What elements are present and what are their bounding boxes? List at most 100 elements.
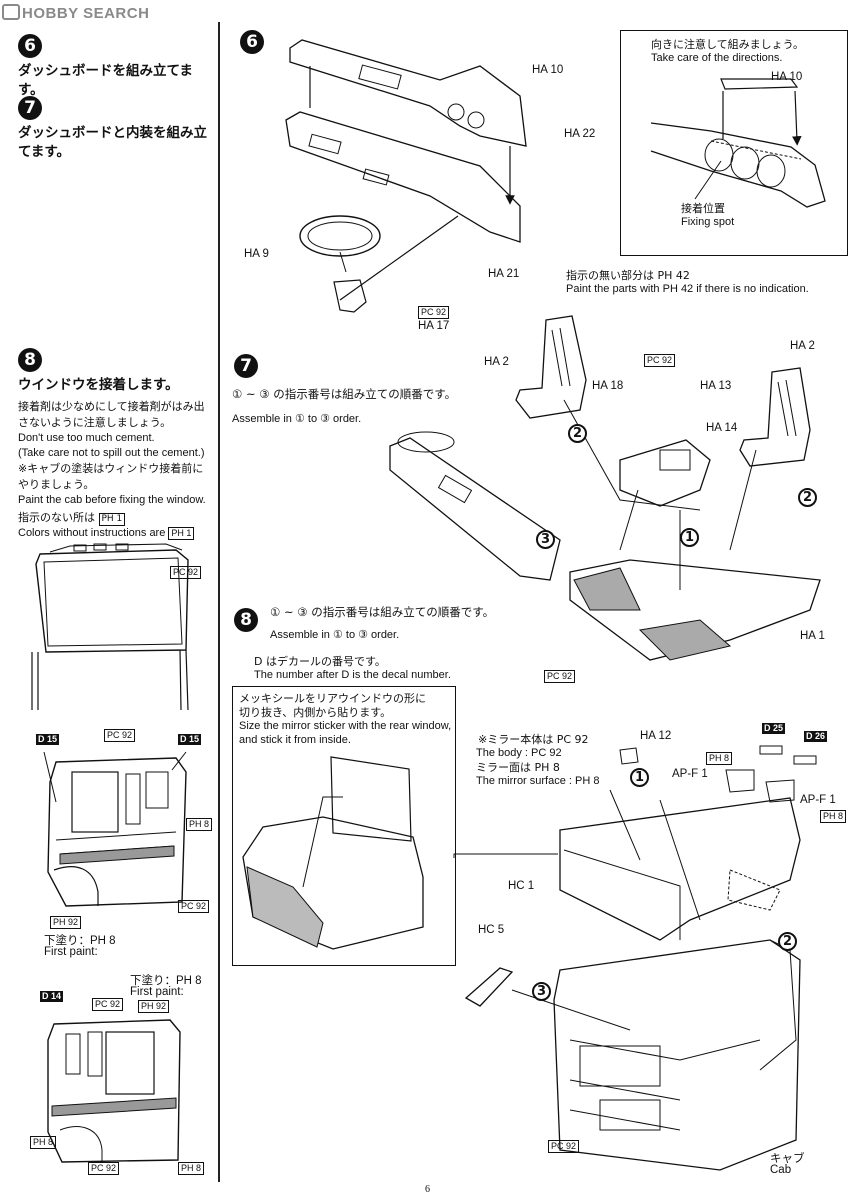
cab-window-assembly-drawing [464, 745, 817, 1171]
s7-order-en: Assemble in ① to ③ order. [232, 413, 362, 425]
note-cement-en2: (Take care not to spill out the cement.) [18, 447, 205, 459]
pc92-label-cab2: PC 92 [92, 998, 124, 1011]
d25-label: D 25 [762, 723, 786, 734]
decal-note-en: The number after D is the decal number. [254, 669, 451, 681]
order-circle-2-s8: 2 [778, 930, 797, 951]
first-paint-label-2: First paint: [130, 986, 184, 998]
ph92-label: PH 92 [50, 916, 82, 929]
ha2-label-right: HA 2 [790, 340, 815, 352]
ph8-label-cab2-b: PH 8 [178, 1162, 205, 1175]
page-number: 6 [425, 1184, 430, 1195]
left-step-6: 6 ダッシュボードを組み立てます。 [18, 34, 218, 100]
pc92-label-cab2-b: PC 92 [88, 1162, 120, 1175]
order-circle-2-left: 2 [568, 422, 587, 443]
note-paint-en: Paint the cab before fixing the window. [18, 494, 206, 506]
ha17-label: HA 17 [418, 320, 450, 332]
inset-text-jp: 向きに注意して組みましょう。 [651, 38, 805, 51]
inset-ha10-label: HA 10 [771, 71, 803, 83]
ph8-label-s8-b: PH 8 [820, 810, 847, 823]
order-circle-1-s8: 1 [630, 766, 649, 787]
column-divider [218, 22, 220, 1182]
s8-order-en: Assemble in ① to ③ order. [270, 629, 400, 641]
pc92-label-s8: PC 92 [548, 1140, 580, 1153]
mirror-sticker-inset: メッキシールをリアウインドウの形に 切り抜き、内側から貼ります。 Size th… [232, 686, 456, 966]
fixing-spot-en: Fixing spot [681, 216, 735, 228]
note-colors-en: Colors without instructions are [18, 527, 166, 539]
hc5-label: HC 5 [478, 924, 505, 936]
apf1-label-a: AP-F 1 [672, 768, 708, 780]
ha1-label: HA 1 [800, 630, 825, 642]
step-number: 7 [18, 96, 42, 120]
cab-side-drawing-2 [47, 1019, 181, 1163]
ph8-label-s8-a: PH 8 [706, 752, 733, 765]
mirror-jp-2: 切り抜き、内側から貼ります。 [239, 706, 392, 719]
windshield-frame-drawing [31, 543, 189, 711]
mirror-en-1: Size the mirror sticker with the rear wi… [239, 720, 452, 732]
pc92-label: PC 92 [170, 566, 202, 579]
ha9-label: HA 9 [244, 248, 269, 260]
d26-label: D 26 [804, 731, 828, 742]
s8-order-jp: ① ~ ③ の指示番号は組み立ての順番です。 [270, 605, 495, 619]
step-number: 8 [18, 348, 42, 372]
note-paint-jp: ※キャブの塗装はウィンドウ接着前にやりましょう。 [18, 462, 204, 491]
ph1-badge-en: PH 1 [168, 527, 195, 540]
undercoat-label: 下塗り：PH 8 [44, 935, 116, 947]
pc92-label-s7-floor: PC 92 [544, 670, 576, 683]
apf1-label-b: AP-F 1 [800, 794, 836, 806]
rear-window-drawing [242, 756, 424, 950]
ph92-label-cab2: PH 92 [138, 1000, 170, 1013]
order-circle-1: 1 [680, 526, 699, 547]
pc92-label-s7: PC 92 [644, 354, 676, 367]
ha12-label: HA 12 [640, 730, 672, 742]
inset-text-en: Take care of the directions. [651, 52, 783, 64]
mirror-body-en: The body : PC 92 [476, 747, 562, 759]
undercoat-label-2: 下塗り：PH 8 [130, 975, 202, 987]
direction-inset: 向きに注意して組みましょう。 Take care of the directio… [620, 30, 848, 256]
ha21-label: HA 21 [488, 268, 520, 280]
pc92-label-bottom: PC 92 [178, 900, 210, 913]
ha10-label: HA 10 [532, 64, 564, 76]
step-title: ウインドウを接着します。 [18, 377, 179, 393]
left-step-7: 7 ダッシュボードと内装を組み立てます。 [18, 96, 218, 162]
note-cement-jp: 接着剤は少なめにして接着剤がはみ出さないように注意しましょう。 [18, 400, 205, 429]
mirror-en-2: and stick it from inside. [239, 734, 351, 746]
watermark-logo-icon [2, 4, 20, 20]
step-number: 6 [18, 34, 42, 58]
ha22-label: HA 22 [564, 128, 596, 140]
right-step-6-number: 6 [240, 30, 264, 54]
dashboard-assembly-drawing [285, 39, 527, 313]
note-colors-jp: 指示のない所は [18, 511, 95, 524]
pc92-label-top: PC 92 [104, 729, 136, 742]
d15-label-right: D 15 [178, 734, 202, 745]
first-paint-label: First paint: [44, 946, 98, 958]
interior-assembly-drawing [389, 315, 821, 661]
inset-pointer [453, 853, 558, 858]
d14-label: D 14 [40, 991, 64, 1002]
d15-label-left: D 15 [36, 734, 60, 745]
ha18-label: HA 18 [592, 380, 624, 392]
step-title: ダッシュボードを組み立てます。 [18, 63, 193, 98]
mirror-surface-en: The mirror surface : PH 8 [476, 775, 600, 787]
ha2-label-left: HA 2 [484, 356, 509, 368]
mirror-jp-1: メッキシールをリアウインドウの形に [239, 692, 426, 705]
no-indication-en: Paint the parts with PH 42 if there is n… [566, 283, 809, 295]
right-step-8-number: 8 [234, 608, 258, 632]
ph1-badge: PH 1 [98, 513, 126, 526]
order-circle-3: 3 [536, 528, 555, 549]
hc1-label: HC 1 [508, 880, 535, 892]
order-circle-2-right: 2 [798, 486, 817, 507]
note-cement-en1: Don't use too much cement. [18, 432, 155, 444]
watermark: HOBBY SEARCH [2, 4, 149, 22]
ha13-label: HA 13 [700, 380, 732, 392]
order-circle-3-s8: 3 [532, 980, 551, 1001]
cab-label-jp: キャブ [770, 1153, 805, 1165]
mirror-body-jp: ※ミラー本体は PC 92 [478, 733, 589, 746]
mirror-surface-jp: ミラー面は PH 8 [476, 761, 560, 774]
inset-dashboard-drawing [650, 78, 826, 208]
ph8-label: PH 8 [186, 818, 213, 831]
s7-order-jp: ① ~ ③ の指示番号は組み立ての順番です。 [232, 387, 457, 401]
decal-note-jp: D はデカールの番号です。 [254, 655, 386, 668]
ha14-label: HA 14 [706, 422, 738, 434]
step-title: ダッシュボードと内装を組み立てます。 [18, 125, 207, 160]
fixing-spot-jp: 接着位置 [681, 202, 725, 215]
